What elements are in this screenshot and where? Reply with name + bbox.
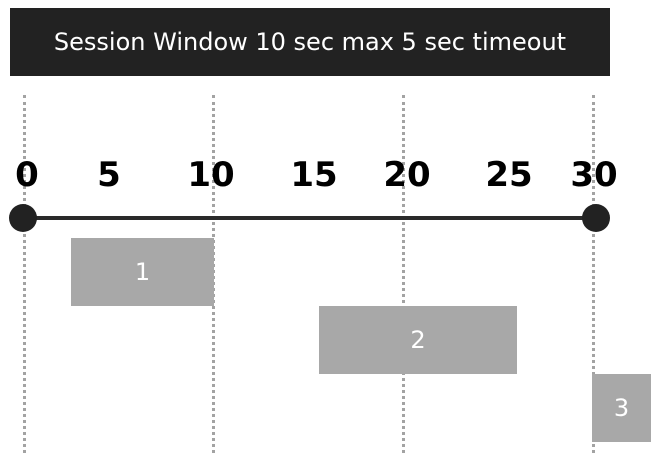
tick-label-30: 30: [570, 155, 618, 195]
diagram-title: Session Window 10 sec max 5 sec timeout: [10, 8, 610, 76]
window-divider-0: [23, 95, 26, 453]
window-divider-20: [402, 95, 405, 453]
tick-label-0: 0: [15, 155, 39, 195]
timeline-start-dot: [9, 204, 37, 232]
tick-label-10: 10: [187, 155, 235, 195]
timeline-axis: [22, 216, 596, 220]
tick-label-5: 5: [97, 155, 121, 195]
tick-label-15: 15: [290, 155, 338, 195]
tick-label-20: 20: [383, 155, 431, 195]
session-label-3: 3: [613, 394, 630, 422]
tick-label-25: 25: [485, 155, 533, 195]
session-label-2: 2: [410, 326, 426, 354]
session-label-1: 1: [134, 258, 151, 286]
session-block-3: 3: [592, 374, 651, 442]
session-block-2: 2: [319, 306, 517, 374]
window-divider-30: [592, 95, 595, 453]
timeline-end-dot: [582, 204, 610, 232]
session-block-1: 1: [71, 238, 214, 306]
